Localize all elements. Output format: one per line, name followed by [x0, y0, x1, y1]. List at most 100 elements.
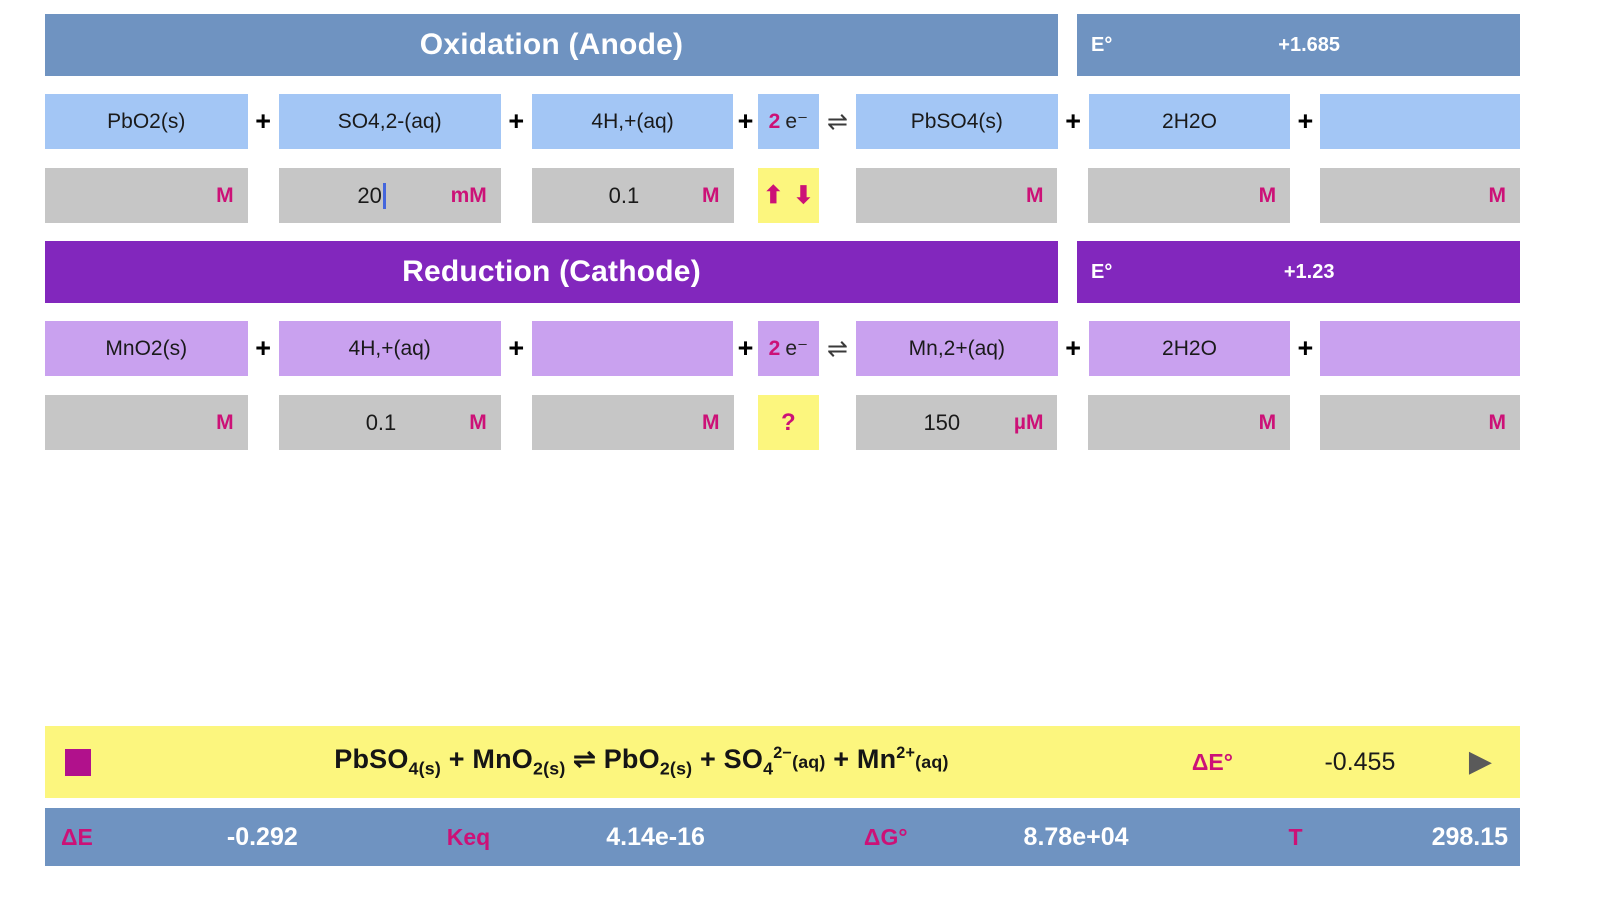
cathode-product-unit-2[interactable]: M [1258, 410, 1277, 434]
delta-e-standard-label: ΔE° [1191, 748, 1233, 775]
spacer [734, 395, 758, 450]
eqn-sub: 4 [763, 758, 774, 779]
anode-conc-unit-1[interactable]: M [216, 183, 234, 207]
anode-conc-unit-2[interactable]: mM [450, 183, 487, 207]
spacer [248, 168, 279, 223]
anode-product-1[interactable]: PbSO4(s) [856, 94, 1058, 149]
anode-conc-input-1[interactable]: M [45, 168, 248, 223]
arrow-up-icon[interactable]: ⬆ [763, 182, 784, 209]
cathode-product-1[interactable]: Mn,2+(aq) [856, 321, 1058, 376]
cathode-reactant-2[interactable]: 4H,+(aq) [278, 321, 501, 376]
eqn-state: (aq) [915, 752, 949, 773]
cathode-electron-unknown[interactable]: ? [757, 395, 819, 450]
cathode-conc-unit-2[interactable]: M [469, 410, 487, 434]
keq-value: 4.14e-16 [606, 822, 705, 851]
cathode-product-unit-1[interactable]: µM [1013, 410, 1044, 434]
anode-conc-unit-3[interactable]: M [702, 183, 720, 207]
overall-reaction-equation: PbSO4(s) + MnO2(s) ⇌ PbO2(s) + SO42−(aq)… [334, 744, 949, 779]
cathode-product-3[interactable] [1320, 321, 1521, 376]
eqn-sup: 2− [773, 744, 793, 763]
anode-electron-stepper[interactable]: ⬆⬇ [757, 168, 819, 223]
anode-product-unit-3[interactable]: M [1488, 183, 1507, 207]
spacer [501, 168, 532, 223]
cathode-conc-input-1[interactable]: M [45, 395, 248, 450]
cathode-reactant-3[interactable] [531, 321, 734, 376]
spacer [501, 395, 532, 450]
anode-conc-input-2[interactable]: 20 mM [278, 168, 501, 223]
cathode-electron-count: 2 [768, 336, 781, 360]
plus-sign: + [1065, 333, 1082, 363]
spacer [819, 168, 856, 223]
cathode-product-2[interactable]: 2H2O [1088, 321, 1291, 376]
anode-potential-label: E° [1091, 33, 1113, 56]
spacer [819, 395, 856, 450]
anode-product-conc-3[interactable]: M [1320, 168, 1520, 223]
anode-conc-value-2[interactable]: 20 [293, 182, 451, 209]
eqn-sub: 2(s) [659, 758, 693, 779]
anode-conc-input-3[interactable]: 0.1 M [531, 168, 734, 223]
anode-reactant-3[interactable]: 4H,+(aq) [531, 94, 734, 149]
cathode-conc-input-2[interactable]: 0.1 M [278, 395, 501, 450]
anode-product-2[interactable]: 2H2O [1088, 94, 1291, 149]
cathode-product-conc-2[interactable]: M [1088, 395, 1291, 450]
cathode-potential-value[interactable]: +1.23 [1283, 260, 1335, 283]
cathode-potential-field[interactable]: E° +1.23 [1077, 241, 1520, 303]
temperature-value: 298.15 [1431, 822, 1509, 851]
eqn-sub: 2(s) [533, 758, 566, 779]
anode-potential-field[interactable]: E° +1.685 [1077, 14, 1520, 76]
delta-e-standard-value: -0.455 [1324, 747, 1396, 776]
delta-e-value: -0.292 [226, 822, 298, 851]
delta-g-label: ΔG° [863, 823, 908, 850]
plus-sign: + [508, 333, 525, 363]
plus-sign: + [1297, 106, 1314, 136]
delta-g-value: 8.78e+04 [1023, 822, 1129, 851]
plus-sign: + [508, 106, 525, 136]
cathode-product-value-1[interactable]: 150 [923, 409, 961, 435]
spacer [734, 168, 758, 223]
plus-sign: + [737, 106, 754, 136]
spacer [1057, 168, 1088, 223]
cathode-conc-unit-3[interactable]: M [702, 410, 720, 434]
cathode-product-conc-3[interactable]: M [1320, 395, 1520, 450]
square-marker-icon[interactable] [65, 748, 91, 776]
eqn-arrow-icon: ⇌ [565, 744, 604, 775]
spacer [1290, 168, 1320, 223]
cathode-conc-value-2[interactable]: 0.1 [365, 409, 397, 435]
anode-reactant-2[interactable]: SO4,2-(aq) [278, 94, 501, 149]
anode-potential-value[interactable]: +1.685 [1278, 33, 1341, 56]
arrow-down-icon[interactable]: ⬇ [793, 182, 814, 209]
anode-product-conc-1[interactable]: M [855, 168, 1058, 223]
cathode-conc-input-3[interactable]: M [531, 395, 734, 450]
anode-header-title: Oxidation (Anode) [45, 14, 1058, 76]
anode-product-3[interactable] [1320, 94, 1521, 149]
anode-product-unit-2[interactable]: M [1258, 183, 1277, 207]
spacer [248, 395, 279, 450]
anode-concentration-row: M 20 mM 0.1 M ⬆⬇ M M M [45, 168, 1520, 223]
keq-label: Keq [446, 823, 491, 850]
cathode-potential-label: E° [1091, 260, 1113, 283]
cathode-conc-unit-1[interactable]: M [216, 410, 234, 434]
anode-product-conc-2[interactable]: M [1088, 168, 1291, 223]
spacer [1057, 395, 1088, 450]
eqn-sub: 4(s) [408, 758, 442, 779]
temperature-label: T [1288, 823, 1303, 850]
anode-conc-value-3[interactable]: 0.1 [608, 182, 640, 208]
eqn-state: (aq) [792, 752, 826, 773]
equilibrium-arrow-icon: ⇌ [827, 334, 848, 363]
overall-reaction-bar: PbSO4(s) + MnO2(s) ⇌ PbO2(s) + SO42−(aq)… [45, 726, 1520, 798]
cathode-reactant-1[interactable]: MnO2(s) [45, 321, 248, 376]
anode-reactant-1[interactable]: PbO2(s) [45, 94, 248, 149]
cathode-product-unit-3[interactable]: M [1488, 410, 1507, 434]
play-icon[interactable]: ▶ [1468, 745, 1492, 778]
cathode-product-conc-1[interactable]: 150 µM [855, 395, 1058, 450]
plus-sign: + [255, 333, 271, 363]
plus-sign: + [1297, 333, 1314, 363]
electron-symbol: e⁻ [785, 110, 809, 133]
anode-product-unit-1[interactable]: M [1025, 183, 1044, 207]
cathode-header-title: Reduction (Cathode) [45, 241, 1058, 303]
cathode-concentration-row: M 0.1 M M ? 150 µM M M [45, 395, 1520, 450]
